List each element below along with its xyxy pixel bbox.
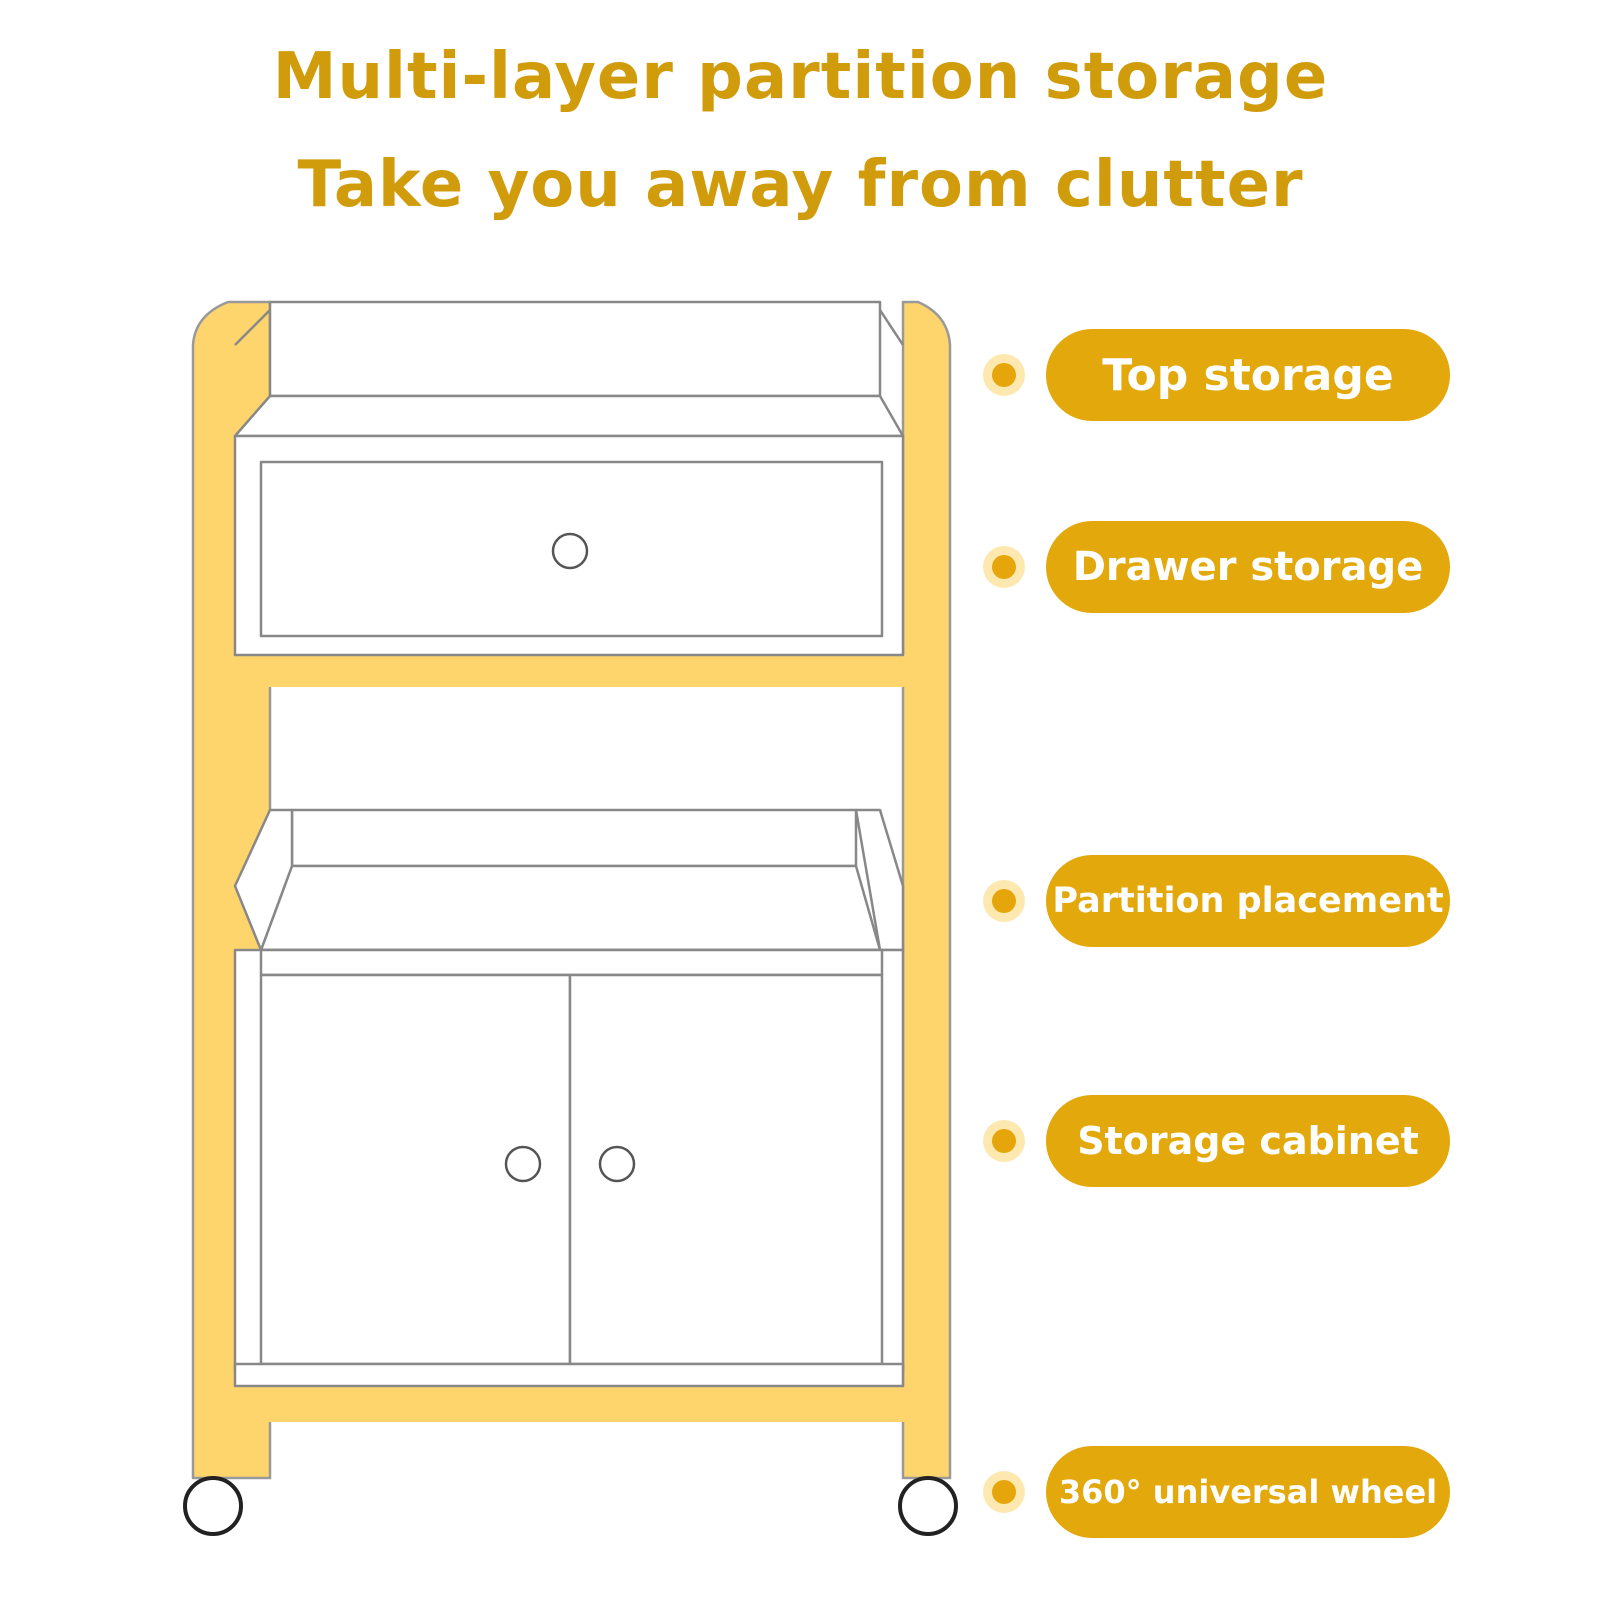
feature-top-storage: Top storage	[980, 329, 1450, 421]
feature-drawer-storage: Drawer storage	[980, 521, 1450, 613]
feature-label: 360° universal wheel	[1046, 1446, 1450, 1538]
feature-label: Drawer storage	[1046, 521, 1450, 613]
feature-label: Top storage	[1046, 329, 1450, 421]
partition-tray-left-wall	[233, 808, 294, 952]
headline-line-1: Multi-layer partition storage	[272, 40, 1329, 114]
cabinet-base	[233, 1362, 905, 1388]
feature-partition-placement: Partition placement	[980, 855, 1450, 947]
bullet-dot-icon	[992, 889, 1016, 913]
top-tray-lip	[233, 394, 905, 438]
right-wheel	[898, 1476, 958, 1536]
right-door-knob	[598, 1145, 636, 1183]
bullet-dot-icon	[992, 555, 1016, 579]
cabinet-top-rail	[259, 948, 884, 977]
drawer-knob	[551, 532, 589, 570]
upper-crossbar	[235, 655, 905, 687]
partition-tray-back	[290, 808, 858, 868]
bullet-dot-icon	[992, 1480, 1016, 1504]
feature-universal-wheel: 360° universal wheel	[980, 1446, 1450, 1538]
partition-tray-right-wall	[854, 808, 905, 952]
feature-label: Partition placement	[1046, 855, 1450, 947]
top-tray	[268, 300, 882, 398]
partition-tray-floor	[259, 864, 882, 952]
left-door-knob	[504, 1145, 542, 1183]
left-wheel	[183, 1476, 243, 1536]
right-upright-post	[901, 300, 952, 1480]
headline-line-2: Take you away from clutter	[297, 148, 1304, 222]
feature-label: Storage cabinet	[1046, 1095, 1450, 1187]
bullet-dot-icon	[992, 363, 1016, 387]
feature-storage-cabinet: Storage cabinet	[980, 1095, 1450, 1187]
bullet-dot-icon	[992, 1129, 1016, 1153]
top-left-bevel	[234, 309, 271, 346]
top-right-bevel	[878, 309, 905, 346]
lower-crossbar	[235, 1386, 905, 1422]
